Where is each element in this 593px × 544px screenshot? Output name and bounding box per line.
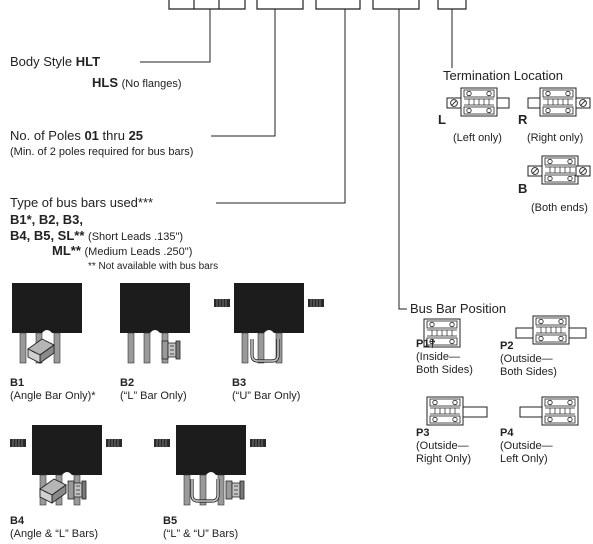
p3-code: P3: [416, 427, 430, 439]
bus-bar-line2: B4, B5, SL** (Short Leads .135"): [10, 228, 184, 243]
termination-left-desc: (Left only): [453, 132, 502, 144]
hls-note: (No flanges): [121, 78, 182, 90]
b1-desc: (Angle Bar Only)*: [10, 390, 96, 402]
bus-bar-ml: ML** (Medium Leads .250"): [52, 243, 193, 258]
termination-right-icon: [527, 87, 591, 117]
body-style-hlt: HLT: [75, 54, 101, 69]
p1-label: P1† (Inside— Both Sides): [416, 338, 473, 376]
short-leads-note: (Short Leads .135"): [88, 231, 184, 243]
b3-code: B3: [232, 377, 247, 389]
bus-bar-type-label: Type of bus bars used***: [10, 195, 154, 210]
b4-label: B4 (Angle & “L” Bars): [10, 515, 98, 541]
termination-right-code: R: [518, 112, 528, 127]
b2-label: B2 (“L” Bar Only): [120, 377, 187, 403]
termination-left-icon: [446, 87, 510, 117]
b3-label: B3 (“U” Bar Only): [232, 377, 300, 403]
bus-bar-line1: B1*, B2, B3,: [10, 212, 83, 227]
termination-left-code: L: [438, 112, 446, 127]
b2-desc: (“L” Bar Only): [120, 390, 187, 402]
body-style-hls: HLS (No flanges): [92, 75, 182, 90]
p4-icon: [519, 396, 579, 426]
b1-label: B1 (Angle Bar Only)*: [10, 377, 96, 403]
p3-label: P3 (Outside— Right Only): [416, 427, 472, 465]
p4-code: P4: [500, 427, 514, 439]
termination-both-desc: (Both ends): [531, 202, 588, 214]
b5-label: B5 (“L” & “U” Bars): [163, 515, 238, 541]
termination-title: Termination Location: [443, 68, 563, 83]
b5-code: B5: [163, 515, 178, 527]
b1-code: B1: [10, 377, 25, 389]
poles-note: (Min. of 2 poles required for bus bars): [10, 146, 194, 158]
p2-icon: [515, 315, 587, 345]
b2-illustration: [119, 283, 191, 364]
p4-label: P4 (Outside— Left Only): [500, 427, 553, 465]
p1-code: P1†: [416, 338, 436, 350]
b4-code: B4: [10, 515, 25, 527]
medium-leads-note: (Medium Leads .250"): [84, 246, 193, 258]
b5-desc: (“L” & “U” Bars): [163, 528, 239, 540]
body-style-label: Body Style HLT: [10, 54, 101, 69]
b1-illustration: [11, 283, 83, 364]
p3-icon: [426, 396, 488, 426]
b4-desc: (Angle & “L” Bars): [10, 528, 99, 540]
b3-illustration: [213, 283, 325, 364]
b2-code: B2: [120, 377, 135, 389]
bus-position-title: Bus Bar Position: [410, 301, 507, 316]
termination-right-desc: (Right only): [527, 132, 584, 144]
p2-label: P2 (Outside— Both Sides): [500, 340, 557, 378]
poles-label: No. of Poles 01 thru 25: [10, 128, 144, 143]
b4-illustration: [9, 425, 123, 506]
b5-illustration: [153, 425, 267, 506]
termination-both-code: B: [518, 181, 528, 196]
termination-both-icon: [527, 155, 591, 185]
p2-code: P2: [500, 340, 514, 352]
b3-desc: (“U” Bar Only): [232, 390, 301, 402]
bus-bar-footnote: ** Not available with bus bars: [88, 261, 219, 272]
